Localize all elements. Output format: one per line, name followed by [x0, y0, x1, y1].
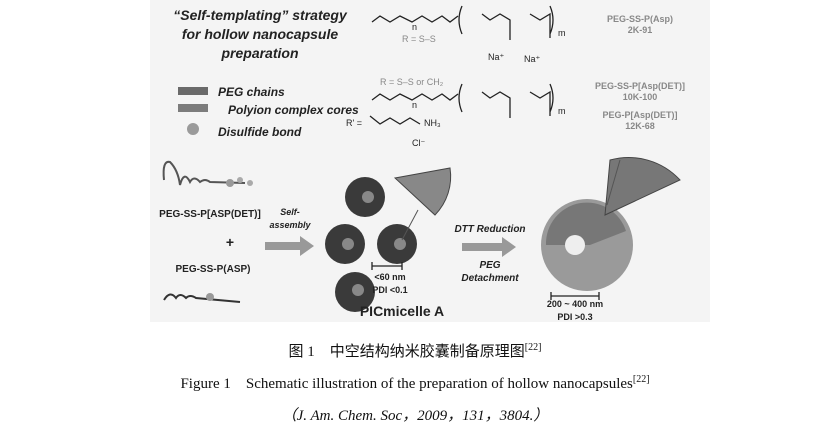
hollow-nanocapsule — [541, 157, 681, 291]
scale-bar-capsule — [550, 292, 600, 300]
polymer-name-1: PEG-SS-P(Asp) — [607, 14, 673, 24]
caption-en-ref: [22] — [632, 374, 650, 385]
polymer-name-3: PEG-P[Asp(DET)] — [603, 110, 678, 120]
capsule-pdi: PDI >0.3 — [557, 312, 592, 322]
caption-cn-text: 图 1 中空结构纳米胶囊制备原理图 — [288, 344, 525, 360]
caption-en-text: Figure 1 Schematic illustration of the p… — [180, 376, 633, 392]
core-swatch — [178, 104, 208, 112]
r-definition-2: R = S–S or CH₂ — [380, 77, 444, 87]
title-line-3: preparation — [220, 45, 298, 61]
chloride: Cl⁻ — [412, 138, 425, 148]
arrow1-label-2: assembly — [269, 220, 311, 230]
plus-sign: + — [226, 234, 234, 250]
peg-chain-swatch — [178, 87, 208, 95]
scale-bar-micelle — [371, 262, 403, 270]
scheme-drawing: “Self-templating” strategy for hollow na… — [159, 5, 685, 322]
arrow1-label-1: Self- — [280, 207, 300, 217]
micelle-size: <60 nm — [374, 272, 405, 282]
disulfide-swatch — [187, 123, 199, 135]
repeat-m-2: m — [558, 106, 566, 116]
polymer2-label: PEG-SS-P(ASP) — [175, 264, 250, 275]
repeat-n-2: n — [412, 100, 417, 110]
figure-panel: “Self-templating” strategy for hollow na… — [150, 0, 710, 322]
r-prime-definition: R' = — [346, 118, 362, 128]
sodium-2: Na⁺ — [524, 54, 541, 64]
capsule-size: 200 ~ 400 nm — [547, 299, 603, 309]
micelle-pdi: PDI <0.1 — [372, 285, 407, 295]
polymer-mw-2: 10K-100 — [623, 92, 658, 102]
arrow2-label-top: DTT Reduction — [454, 224, 525, 235]
legend-core: Polyion complex cores — [228, 103, 359, 117]
chemical-structure — [369, 5, 554, 125]
title-line-1: “Self-templating” strategy — [173, 7, 348, 23]
arrow-self-assembly — [265, 236, 314, 256]
polymer-mw-1: 2K-91 — [628, 25, 653, 35]
r-definition-1: R = S–S — [402, 34, 436, 44]
legend-disulfide: Disulfide bond — [218, 125, 302, 139]
polymer-name-2: PEG-SS-P[Asp(DET)] — [595, 81, 685, 91]
title-line-2: for hollow nanocapsule — [182, 26, 339, 42]
caption-cn-ref: [22] — [524, 342, 542, 353]
caption-english: Figure 1 Schematic illustration of the p… — [0, 372, 830, 393]
polymer-mw-3: 12K-68 — [625, 121, 655, 131]
polymer-coil-2 — [163, 293, 241, 303]
repeat-m-1: m — [558, 28, 566, 38]
arrow-dtt-reduction — [462, 237, 516, 257]
polymer1-label: PEG-SS-P[ASP(DET)] — [159, 209, 261, 220]
arrow2-label-2: Detachment — [461, 273, 519, 284]
repeat-n-1: n — [412, 22, 417, 32]
micelles — [325, 167, 452, 312]
ammonium: NH₃ — [424, 118, 441, 128]
micelle-label: PICmicelle A — [360, 303, 444, 319]
arrow2-label-1: PEG — [479, 260, 500, 271]
polymer-coil-1 — [162, 160, 246, 186]
caption-citation: （J. Am. Chem. Soc，2009，131，3804.） — [281, 408, 549, 424]
sodium-1: Na⁺ — [488, 52, 505, 62]
caption-chinese: 图 1 中空结构纳米胶囊制备原理图[22] — [0, 340, 830, 361]
legend-peg: PEG chains — [218, 85, 285, 99]
